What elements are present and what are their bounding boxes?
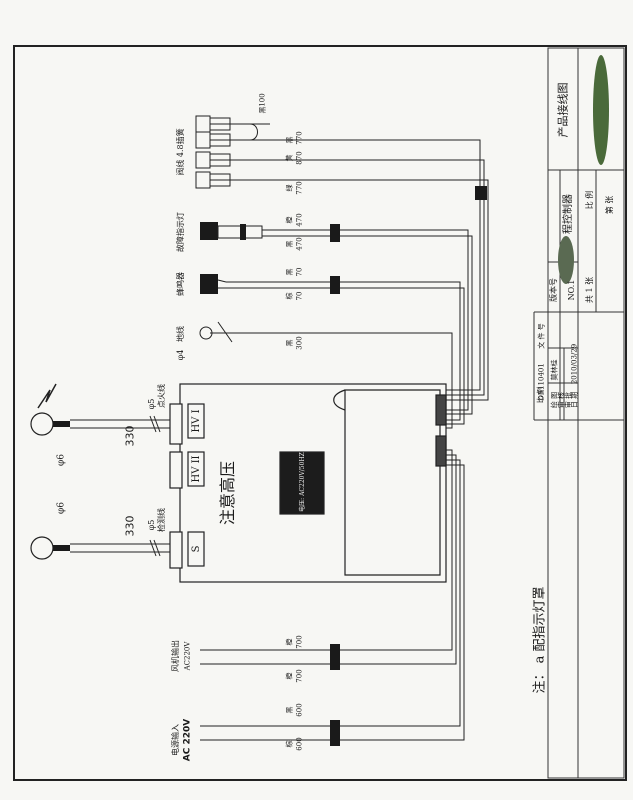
lamp-wire1-len: 470 (295, 213, 304, 227)
power-wire1-len: 600 (295, 703, 304, 717)
version-label: 版本号 (549, 278, 558, 302)
tb-row-draw-value: 莫林桂 (550, 359, 559, 381)
valve-label: 阀线 4.8插簧 (176, 128, 185, 176)
buzzer-wire1-len: 70 (295, 267, 304, 277)
valve-wire1-color: 黑 (258, 106, 267, 114)
sense-lead-len: 330 (123, 515, 137, 537)
product-name: 程控制器 (563, 194, 574, 234)
valve-wire2-color: 黑 (285, 136, 294, 144)
lamp-wire2-len: 470 (295, 237, 304, 251)
upper-harness (210, 123, 489, 429)
terminal-s: S (191, 545, 202, 553)
title-block-frame (533, 47, 625, 779)
controller-body (169, 383, 447, 583)
lower-sleeves (330, 644, 340, 746)
valve-connectors (195, 115, 231, 189)
valve-wire2-len: 770 (295, 131, 304, 145)
valve-wire4-len: 770 (295, 181, 304, 195)
buzzer-wire1-color: 黑 (285, 268, 294, 276)
tb-row-date-value: 2010/03/29 (570, 343, 579, 385)
buzzer (200, 274, 227, 294)
nameplate-text: 电压: AC220V/50HZ (299, 452, 306, 512)
sense-lead-label: 检测线 (157, 508, 166, 532)
ignition-lead-len: 330 (123, 425, 137, 447)
ignition-sleeve-size: φ5 (147, 398, 156, 410)
valve-wire4-color: 绿 (285, 184, 294, 192)
fan-wire2-len: 700 (295, 669, 304, 683)
sheet-number: 第 张 (605, 195, 614, 215)
lamp-label: 故障指示灯 (176, 212, 185, 252)
sense-ring-size: φ6 (56, 501, 67, 515)
buzzer-label: 蜂鸣器 (176, 272, 185, 296)
power-wire2-len: 600 (295, 737, 304, 751)
valve-wire3-len: 870 (295, 151, 304, 165)
sheets-total: 共 1 张 (585, 276, 594, 304)
power-input-label: 电源输入 (171, 724, 180, 756)
buzzer-wire2-color: 棕 (285, 292, 294, 300)
lamp-wire1-color: 橙 (285, 216, 294, 224)
fault-lamp (200, 222, 263, 240)
fan-wire2-color: 橙 (285, 672, 294, 680)
note-text: 注： a 配指示灯罩 (532, 586, 548, 694)
fan-wire1-len: 700 (295, 635, 304, 649)
fan-wire1-color: 橙 (285, 638, 294, 646)
ground-lug (199, 321, 233, 343)
power-input-spec: AC 220V (182, 718, 193, 762)
high-voltage-warning: 注意高压 (218, 460, 237, 526)
ratio-label: 比 例 (585, 190, 594, 210)
buzzer-wire2-len: 70 (295, 291, 304, 301)
ignition-ring-size: φ6 (56, 453, 67, 467)
ground-label: 地线 (176, 326, 185, 342)
valve-wire1-len: 100 (258, 93, 267, 107)
ground-wire-len: 300 (295, 336, 304, 350)
power-wire1-color: 黑 (285, 706, 294, 714)
hv-leads (30, 383, 170, 560)
ground-wire-color: 黑 (285, 339, 294, 347)
tb-row-scale-label: 比 例 (536, 386, 545, 404)
doc-label: 文 件 号 (537, 323, 546, 349)
terminal-hv2: HV II (191, 455, 202, 483)
fan-output-spec: AC220V (183, 641, 192, 671)
terminal-hv1: HV I (191, 409, 202, 433)
drawing-title: 产品接线图 (556, 82, 570, 138)
harness-sleeves (330, 186, 487, 294)
fan-output-label: 风机输出 (171, 640, 180, 672)
ignition-lead-label: 点火线 (157, 384, 166, 408)
lamp-wire2-color: 黑 (285, 240, 294, 248)
sense-sleeve-size: φ5 (147, 519, 156, 531)
version-value: NO.1 (567, 279, 576, 301)
valve-wire3-color: 黄 (285, 154, 294, 162)
ground-size: φ4 (176, 349, 185, 361)
tb-row-date-label: 日 期 (570, 391, 579, 409)
power-wire2-color: 棕 (285, 740, 294, 748)
